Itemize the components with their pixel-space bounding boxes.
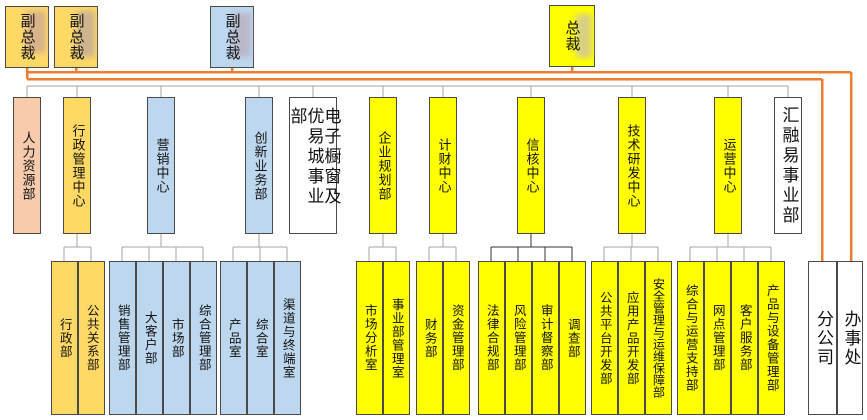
sub-market-dept: 市场部	[163, 261, 190, 415]
sub-outlet-management-label: 网点管理部	[710, 304, 726, 372]
dept-ecommerce: 电子橱窗及优易城事业部	[286, 97, 341, 234]
dept-tech: 技术研发中心	[618, 97, 646, 234]
sub-key-accounts: 大客户部	[136, 261, 163, 415]
sub-treasury-dept: 资金管理部	[443, 261, 470, 415]
dept-planning: 企业规划部	[369, 97, 397, 234]
sub-audit-inspection-label: 审计督察部	[538, 304, 554, 372]
sub-risk-management: 风险管理部	[505, 261, 532, 415]
sub-admin-office-label: 行政部	[57, 317, 73, 359]
sub-general-management-label: 综合管理部	[196, 304, 212, 372]
exec-ceo-label: 总裁	[563, 20, 582, 52]
sub-division-management-room: 事业部管理室	[383, 261, 410, 415]
dept-tech-label: 技术研发中心	[624, 123, 640, 208]
dept-marketing-label: 营销中心	[153, 137, 169, 194]
dept-admin-label: 行政管理中心	[69, 123, 85, 208]
sub-audit-inspection: 审计督察部	[532, 261, 559, 415]
sub-ops-support: 综合与运营支持部	[677, 261, 704, 415]
redacted-name-blur	[233, 13, 251, 57]
sub-legal-compliance: 法律合规部	[478, 261, 505, 415]
exec-vp-1-label: 副总裁	[18, 13, 37, 61]
sub-security-ops: 安全管理与运维保障部	[645, 261, 672, 415]
dept-operations-label: 运营中心	[720, 137, 736, 194]
sub-platform-dev: 公共平台开发部	[591, 261, 618, 415]
sub-customer-service: 客户服务部	[731, 261, 758, 415]
sub-treasury-dept-label: 资金管理部	[449, 304, 465, 372]
exec-vp-3: 副总裁	[210, 6, 254, 68]
dept-operations: 运营中心	[714, 97, 742, 234]
sub-investigation: 调查部	[559, 261, 586, 415]
dept-ecommerce-label: 电子橱窗及优易城事业部	[286, 106, 341, 207]
redacted-name-blur	[26, 11, 46, 53]
sub-outlet-management: 网点管理部	[704, 261, 731, 415]
sub-ops-support-label: 综合与运营支持部	[683, 284, 699, 392]
dept-marketing: 营销中心	[147, 97, 175, 234]
dept-hr-label: 人力资源部	[19, 130, 35, 201]
sub-general-room-label: 综合室	[253, 317, 269, 359]
sub-market-dept-label: 市场部	[169, 317, 185, 359]
sub-sales-management: 销售管理部	[109, 261, 136, 415]
exec-vp-3-label: 副总裁	[223, 13, 242, 61]
sub-admin-office: 行政部	[51, 261, 78, 415]
exec-vp-2-label: 副总裁	[67, 13, 86, 61]
branch-company: 分公司	[808, 261, 837, 415]
sub-public-relations: 公共关系部	[78, 261, 105, 415]
dept-finance: 计财中心	[429, 97, 457, 234]
sub-public-relations-label: 公共关系部	[84, 304, 100, 372]
branch-office-label: 办事处	[840, 309, 861, 367]
dept-credit: 信核中心	[517, 97, 545, 234]
dept-huirong-label: 汇融易事业部	[778, 105, 799, 226]
branch-company-label: 分公司	[813, 309, 833, 367]
sub-risk-management-label: 风险管理部	[511, 304, 527, 372]
sub-key-accounts-label: 大客户部	[142, 311, 158, 365]
dept-admin: 行政管理中心	[63, 97, 91, 234]
sub-general-management: 综合管理部	[190, 261, 217, 415]
sub-customer-service-label: 客户服务部	[737, 304, 753, 372]
exec-vp-1: 副总裁	[5, 6, 49, 68]
sub-channel-terminal-room: 渠道与终端室	[274, 261, 301, 415]
sub-sales-management-label: 销售管理部	[115, 304, 131, 372]
dept-planning-label: 企业规划部	[375, 130, 391, 201]
sub-market-analysis-room-label: 市场分析室	[362, 304, 378, 372]
dept-innovation: 创新业务部	[245, 97, 273, 234]
sub-platform-dev-label: 公共平台开发部	[597, 290, 613, 386]
dept-finance-label: 计财中心	[435, 137, 451, 194]
sub-general-room: 综合室	[247, 261, 274, 415]
sub-investigation-label: 调查部	[565, 317, 581, 359]
sub-finance-dept-label: 财务部	[422, 317, 438, 359]
branch-office: 办事处	[837, 261, 863, 415]
sub-application-dev: 应用产品开发部	[618, 261, 645, 415]
sub-product-room: 产品室	[220, 261, 247, 415]
exec-ceo: 总裁	[549, 5, 595, 67]
sub-finance-dept: 财务部	[416, 261, 443, 415]
sub-legal-compliance-label: 法律合规部	[484, 304, 500, 372]
sub-security-ops-label: 安全管理与运维保障部	[651, 278, 666, 398]
dept-hr: 人力资源部	[13, 97, 41, 234]
sub-division-management-room-label: 事业部管理室	[389, 297, 405, 379]
redacted-name-blur	[576, 14, 592, 58]
sub-product-equipment-label: 产品与设备管理部	[764, 284, 780, 392]
sub-channel-terminal-room-label: 渠道与终端室	[280, 297, 296, 379]
dept-credit-label: 信核中心	[523, 137, 539, 194]
sub-application-dev-label: 应用产品开发部	[624, 290, 640, 386]
sub-product-room-label: 产品室	[226, 317, 242, 359]
sub-product-equipment: 产品与设备管理部	[758, 261, 785, 415]
sub-market-analysis-room: 市场分析室	[356, 261, 383, 415]
dept-huirong: 汇融易事业部	[774, 97, 802, 234]
dept-innovation-label: 创新业务部	[251, 130, 267, 201]
exec-vp-2: 副总裁	[54, 6, 98, 68]
redacted-name-blur	[77, 11, 95, 57]
